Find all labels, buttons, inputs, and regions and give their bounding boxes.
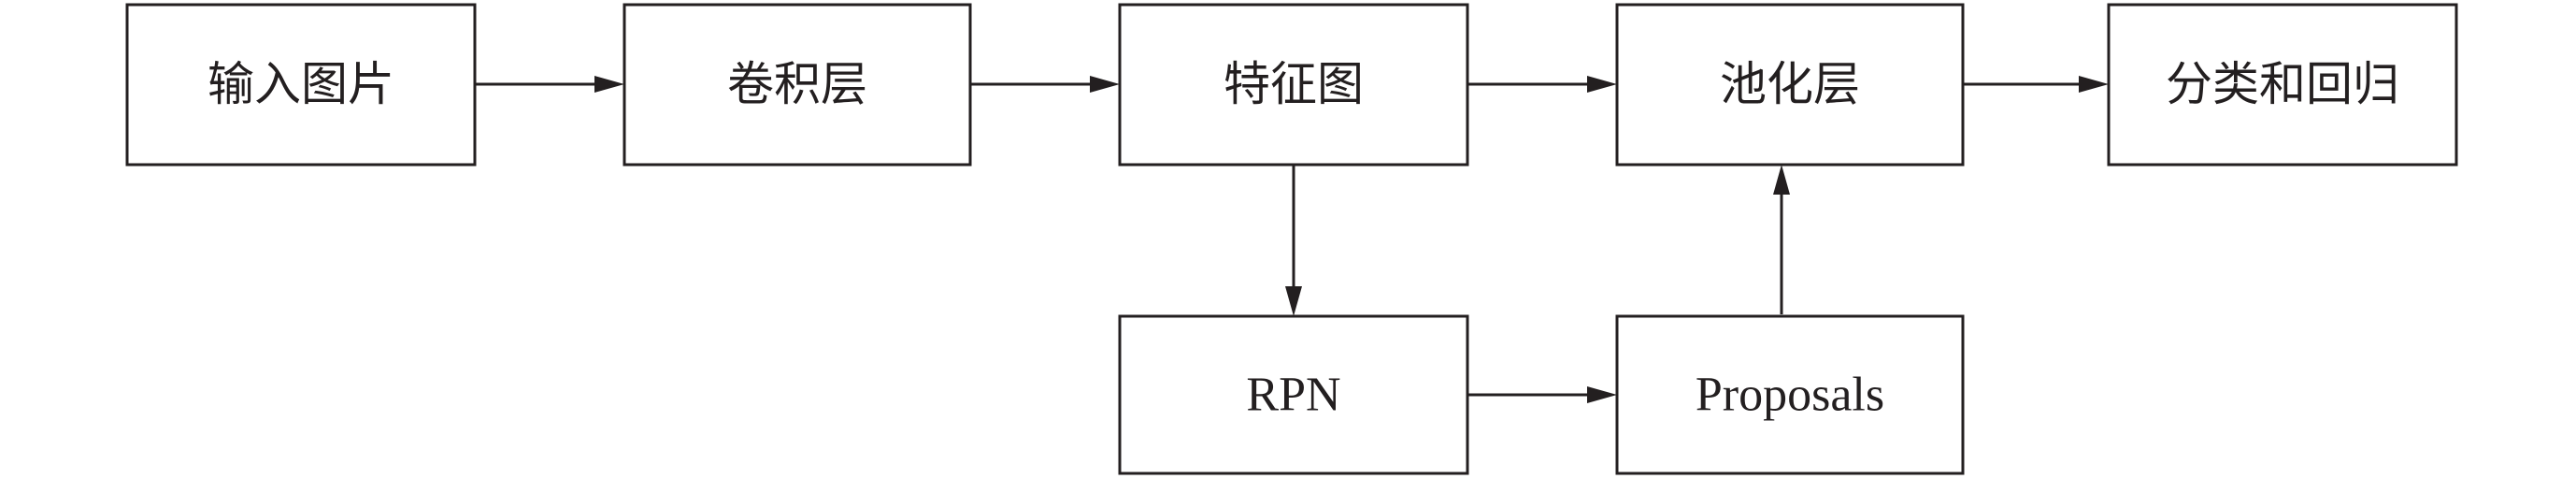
edge-input-to-conv: [475, 76, 624, 93]
edge-conv-to-feature: [970, 76, 1120, 93]
node-conv-layer: 卷积层: [623, 3, 972, 167]
node-pooling-layer: 池化层: [1615, 3, 1965, 167]
node-box: [125, 3, 477, 167]
edge-feature-to-rpn: [1285, 165, 1302, 316]
edge-feature-to-pool: [1467, 76, 1617, 93]
node-input-image: 输入图片: [125, 3, 477, 167]
arrow-head: [1090, 76, 1120, 93]
node-box: [1615, 3, 1965, 167]
node-rpn: RPN: [1118, 314, 1469, 475]
node-label-cls-reg: 分类和回归: [2166, 57, 2399, 111]
arrow-head: [594, 76, 624, 93]
arrow-head: [1285, 286, 1302, 316]
arrow-head: [1587, 386, 1617, 403]
node-label-input-image: 输入图片: [208, 57, 394, 111]
node-box: [1118, 3, 1469, 167]
node-box: [623, 3, 972, 167]
node-cls-reg: 分类和回归: [2107, 3, 2458, 167]
edge-rpn-to-proposals: [1467, 386, 1617, 403]
arrow-head: [1587, 76, 1617, 93]
edges: [475, 76, 2109, 403]
arrow-head: [1773, 165, 1790, 195]
node-label-proposals: Proposals: [1696, 369, 1884, 422]
node-label-feature-map: 特征图: [1224, 57, 1364, 111]
edge-pool-to-clsreg: [1963, 76, 2109, 93]
arrow-head: [2079, 76, 2109, 93]
node-feature-map: 特征图: [1118, 3, 1469, 167]
node-box: [1118, 314, 1469, 475]
node-proposals: Proposals: [1615, 314, 1965, 475]
node-box: [1615, 314, 1965, 475]
node-box: [2107, 3, 2458, 167]
node-label-pooling-layer: 池化层: [1720, 57, 1860, 111]
node-label-rpn: RPN: [1246, 369, 1340, 422]
edge-proposals-to-pool: [1773, 165, 1790, 314]
node-label-conv-layer: 卷积层: [727, 57, 867, 111]
